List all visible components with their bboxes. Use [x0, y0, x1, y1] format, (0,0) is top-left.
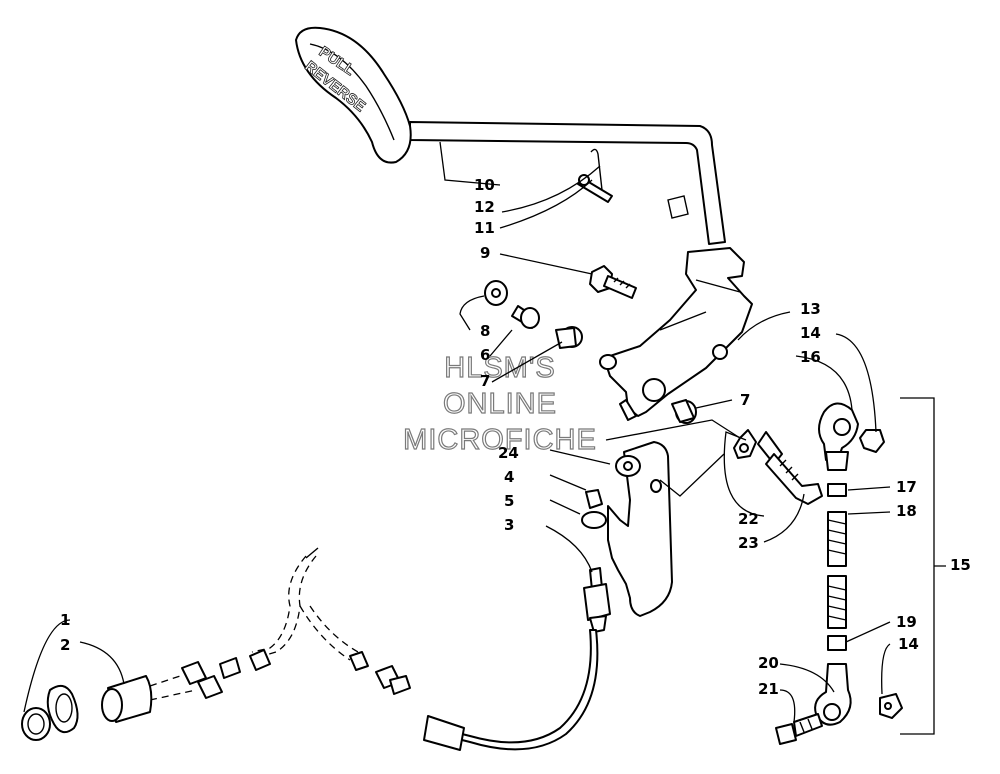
callout-22: 22 [738, 510, 759, 528]
reverse-lever-handle: PULL REVERSE [295, 26, 726, 245]
callout-23: 23 [738, 534, 759, 552]
callout-18: 18 [896, 502, 917, 520]
callout-2: 2 [60, 636, 70, 654]
pin-parts [577, 148, 613, 203]
watermark-line-2: ONLINE [443, 388, 557, 420]
leader-lines [23, 141, 946, 735]
callout-13: 13 [800, 300, 821, 318]
callout-4: 4 [504, 468, 514, 486]
reverse-switch [423, 567, 611, 751]
callout-15: 15 [950, 556, 971, 574]
cap-screw-9 [589, 265, 637, 299]
callout-16: 16 [800, 348, 821, 366]
callout-5: 5 [504, 492, 514, 510]
washer-8 [484, 280, 508, 306]
callout-numbers: 1 2 3 4 5 6 7 7 8 9 10 11 12 13 14 14 15… [60, 176, 971, 698]
callout-8: 8 [480, 322, 490, 340]
callout-7a: 7 [480, 372, 490, 390]
pivot-bracket [599, 247, 753, 421]
rod-end-assembly [733, 402, 903, 745]
switch-bracket [581, 441, 673, 617]
watermark-line-3: MICROFICHE [403, 424, 597, 456]
bushings [511, 305, 697, 424]
watermark: HLSM'S ONLINE MICROFICHE [403, 351, 597, 456]
callout-19: 19 [896, 613, 917, 631]
callout-24: 24 [498, 444, 519, 462]
callout-11: 11 [474, 219, 495, 237]
callout-14a: 14 [800, 324, 821, 342]
callout-14b: 14 [898, 635, 919, 653]
callout-3: 3 [504, 516, 514, 534]
callout-10: 10 [474, 176, 495, 194]
watermark-line-1: HLSM'S [444, 352, 555, 384]
callout-20: 20 [758, 654, 779, 672]
callout-1: 1 [60, 611, 70, 629]
callout-6: 6 [480, 346, 490, 364]
callout-21: 21 [758, 680, 779, 698]
callout-9: 9 [480, 244, 490, 262]
wiring-harness [21, 547, 411, 741]
callout-12: 12 [474, 198, 495, 216]
callout-17: 17 [896, 478, 917, 496]
callout-7b: 7 [740, 391, 750, 409]
